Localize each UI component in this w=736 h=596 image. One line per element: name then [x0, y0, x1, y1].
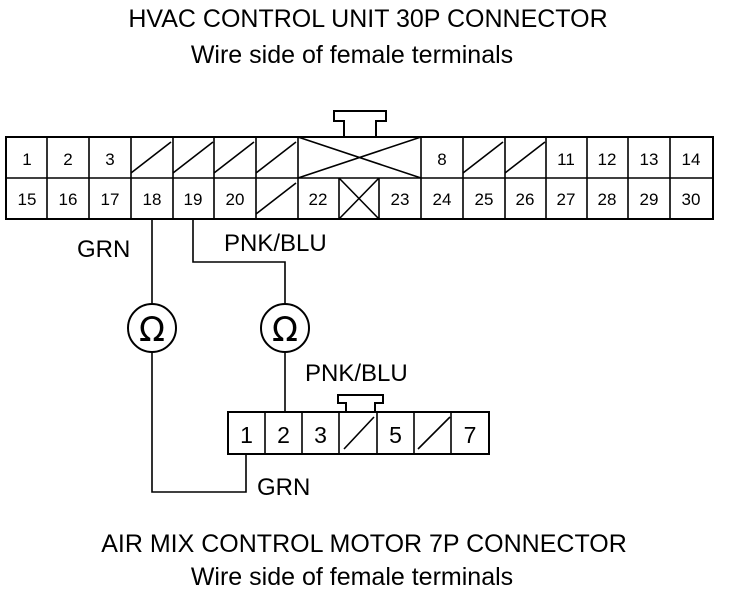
pin-label: 23	[391, 190, 410, 209]
pin-label: 17	[101, 190, 120, 209]
title-7p-connector: AIR MIX CONTROL MOTOR 7P CONNECTOR	[101, 530, 627, 558]
grn-wire-lower	[151, 352, 247, 493]
pin-label: 12	[598, 150, 617, 169]
blank-slot-slash	[255, 182, 297, 215]
unused-cavity-x	[297, 136, 422, 179]
wire-label-grn: GRN	[77, 236, 130, 263]
pin-label: 1	[240, 422, 253, 448]
pin-label: 19	[184, 190, 203, 209]
connector-30p-latch	[333, 110, 387, 137]
pin-label: 27	[557, 190, 576, 209]
blank-slot-slash	[417, 416, 451, 450]
pin-label: 26	[516, 190, 535, 209]
pin-label: 29	[640, 190, 659, 209]
pin-label: 15	[18, 190, 37, 209]
blank-slot-slash	[213, 141, 255, 174]
pin-label: 2	[63, 150, 72, 169]
pin-label: 11	[557, 150, 575, 169]
pnk-blu-wire-upper	[192, 219, 286, 304]
connector-7p-latch	[337, 394, 384, 412]
pin-label: 25	[475, 190, 494, 209]
pin-label: 3	[105, 150, 114, 169]
ohmmeter-icon: Ω	[127, 303, 177, 353]
subtitle-30p-connector: Wire side of female terminals	[191, 41, 513, 69]
unused-cavity-x	[338, 177, 380, 220]
pin-label: 14	[682, 150, 701, 169]
pin-label: 5	[389, 422, 402, 448]
blank-slot-slash	[462, 141, 504, 174]
title-30p-connector: HVAC CONTROL UNIT 30P CONNECTOR	[128, 5, 607, 33]
blank-slot-slash	[172, 141, 214, 174]
subtitle-7p-connector: Wire side of female terminals	[191, 563, 513, 591]
pin-label: 28	[598, 190, 617, 209]
blank-slot-slash	[504, 141, 546, 174]
connector-7p-body	[227, 411, 490, 455]
pin-label: 30	[682, 190, 701, 209]
pin-label: 1	[22, 150, 31, 169]
wire-label-pnk-blu-lower: PNK/BLU	[305, 360, 408, 387]
pin-label: 20	[226, 190, 245, 209]
blank-slot-slash	[343, 416, 375, 450]
blank-slot-slash	[255, 141, 297, 174]
pin-label: 22	[309, 190, 328, 209]
pin-label: 8	[437, 150, 446, 169]
pin-label: 3	[314, 422, 327, 448]
blank-slot-slash	[130, 141, 172, 174]
svg-text:Ω: Ω	[272, 310, 298, 350]
pin-label: 16	[59, 190, 78, 209]
wire-label-pnk-blu: PNK/BLU	[224, 230, 327, 257]
wire-label-grn-lower: GRN	[257, 474, 310, 501]
pin-label: 7	[464, 422, 477, 448]
svg-text:Ω: Ω	[139, 310, 165, 350]
ohmmeter-icon: Ω	[260, 303, 310, 353]
pin-label: 13	[640, 150, 659, 169]
pin-label: 2	[277, 422, 290, 448]
pin-label: 24	[433, 190, 452, 209]
pin-label: 18	[143, 190, 162, 209]
